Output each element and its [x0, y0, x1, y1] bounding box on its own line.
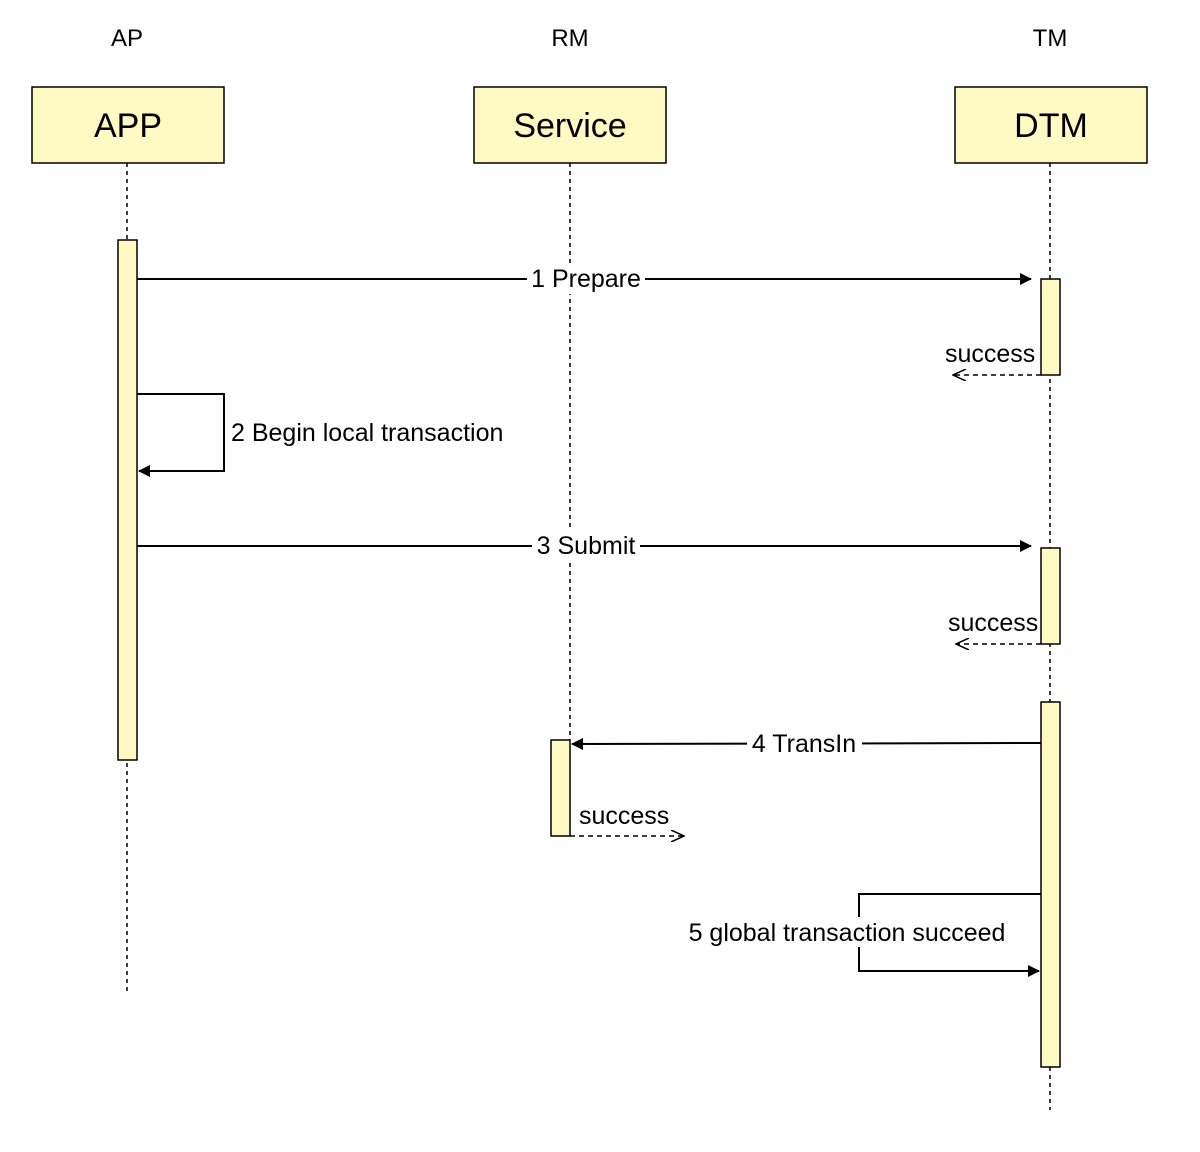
prepare-label: 1 Prepare [531, 265, 641, 293]
return-prepare-success: success [945, 340, 1041, 375]
return-submit-success: success [948, 609, 1041, 644]
message-prepare: 1 Prepare [137, 264, 1032, 294]
participant-dtm[interactable]: DTM [954, 86, 1148, 164]
message-begin-local-transaction: 2 Begin local transaction [137, 393, 503, 477]
role-label-rm: RM [551, 25, 588, 52]
global-transaction-succeed-label-bg [676, 917, 1018, 947]
role-label-tm: TM [1033, 25, 1068, 52]
participant-app[interactable]: APP [31, 86, 225, 164]
role-label-ap: AP [111, 25, 143, 52]
participant-name-service: Service [513, 107, 626, 145]
activation-bar-app [117, 239, 138, 761]
participant-name-dtm: DTM [1014, 107, 1088, 145]
transin-label: 4 TransIn [752, 730, 856, 758]
message-global-transaction-succeed: 5 global transaction succeed [676, 893, 1041, 977]
submit-label: 3 Submit [537, 532, 636, 560]
participant-box-dtm [954, 86, 1148, 164]
participant-box-service [473, 86, 667, 164]
activation-bar-dtm-transin [1040, 701, 1061, 1068]
prepare-success-label: success [945, 340, 1035, 368]
transin-label-bg [747, 729, 862, 759]
message-transin: 4 TransIn [571, 729, 1042, 759]
transin-success-label: success [579, 802, 669, 830]
return-transin-success: success [570, 802, 684, 836]
participant-name-app: APP [94, 107, 162, 145]
participant-service[interactable]: Service [473, 86, 667, 164]
submit-success-label: success [948, 609, 1038, 637]
activation-bar-dtm-submit [1040, 547, 1061, 645]
participant-box-app [31, 86, 225, 164]
activation-bar-dtm-prepare [1040, 278, 1061, 376]
global-transaction-succeed-label: 5 global transaction succeed [689, 919, 1006, 947]
message-submit: 3 Submit [137, 531, 1032, 561]
begin-local-transaction-arrow [137, 393, 225, 477]
begin-local-transaction-label: 2 Begin local transaction [231, 419, 503, 447]
submit-label-bg [532, 531, 640, 561]
activation-bar-service [550, 739, 571, 837]
prepare-label-bg [527, 264, 645, 294]
